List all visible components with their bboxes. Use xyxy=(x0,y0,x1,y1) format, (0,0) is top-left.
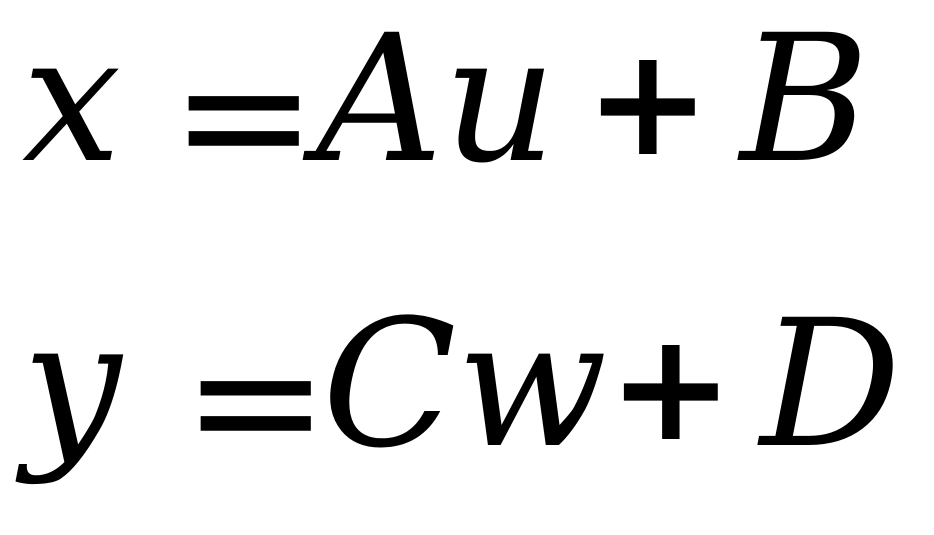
equals-sign: = xyxy=(170,13,318,218)
plus-sign: + xyxy=(608,301,734,475)
plus-sign: + xyxy=(585,16,711,190)
equation-y: y = Cw + D xyxy=(0,297,934,489)
constant-b: B xyxy=(740,0,870,202)
variable-y: y xyxy=(22,282,122,487)
variable-x: x xyxy=(22,0,122,202)
equals-sign: = xyxy=(182,298,330,503)
term-au: Au xyxy=(316,0,557,202)
equation-x: x = Au + B xyxy=(0,12,934,204)
term-cw: Cw xyxy=(322,282,608,487)
constant-d: D xyxy=(760,282,902,487)
